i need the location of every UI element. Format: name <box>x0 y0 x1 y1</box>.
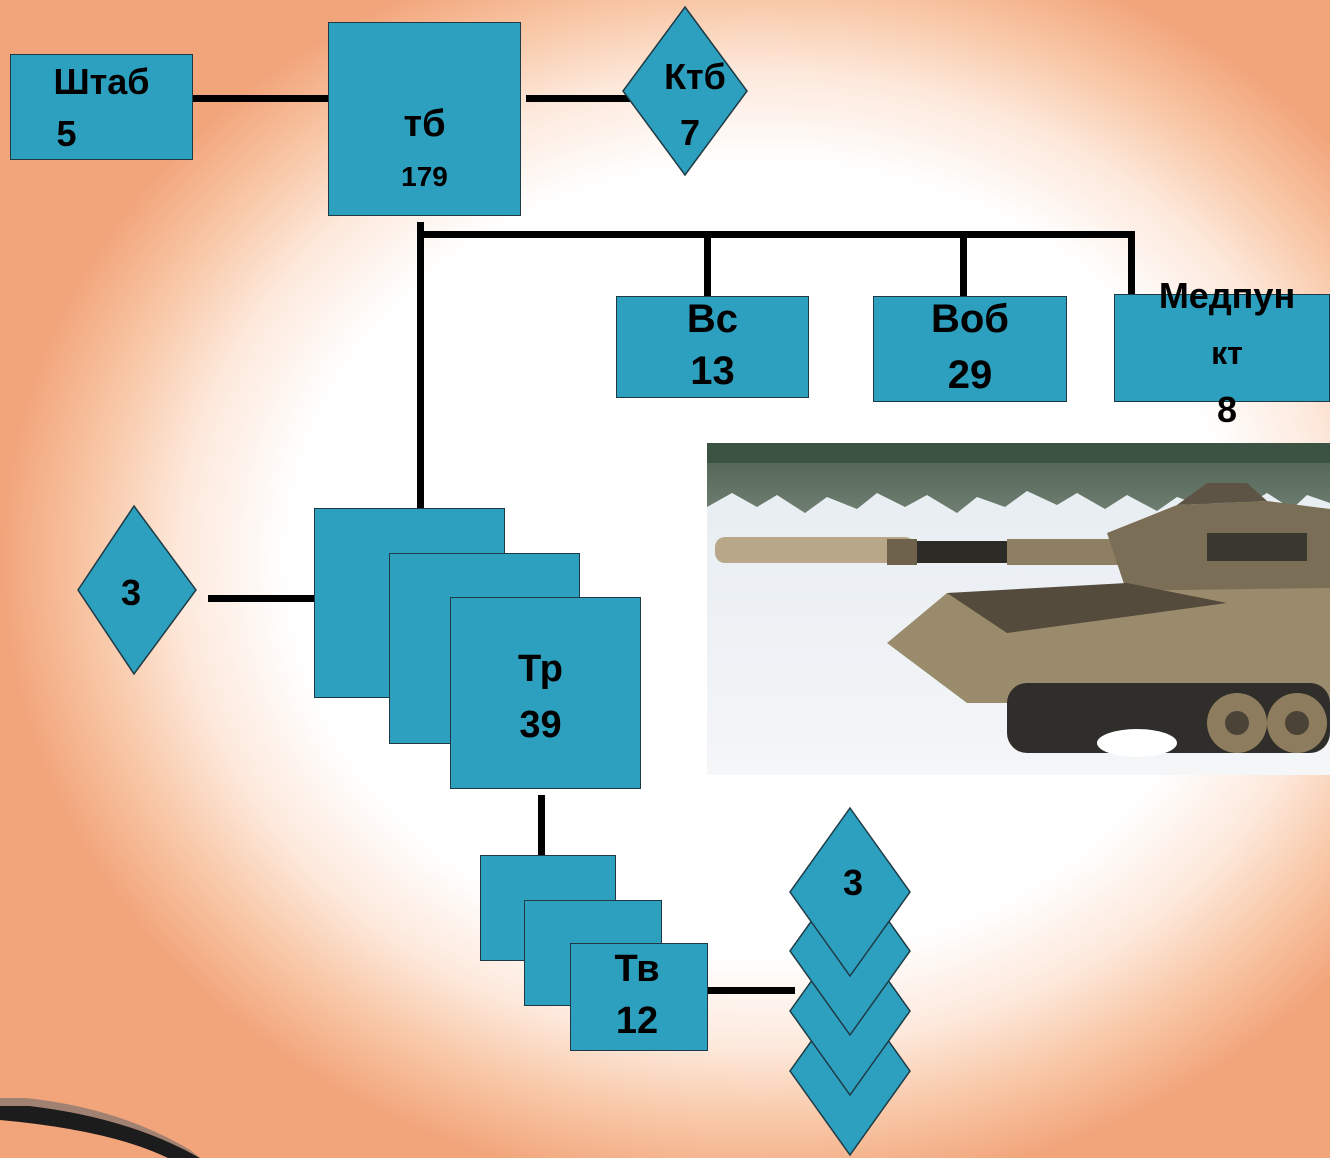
connector-bus-vob <box>960 231 967 298</box>
node-medpunkt: Медпун кт 8 <box>1114 275 1330 430</box>
connector-bus-medpunkt <box>1128 231 1135 296</box>
connector-bus-vs <box>704 231 711 298</box>
node-tr-attach-count: 3 <box>120 572 142 613</box>
node-tr-count: 39 <box>519 704 562 746</box>
node-tr-name: Тр <box>518 648 563 690</box>
connector-tv-attach <box>707 987 795 994</box>
node-ktb-diamond <box>622 5 748 177</box>
node-tb: тб 179 <box>328 22 521 216</box>
node-tv: Тв 12 <box>570 943 708 1051</box>
node-shtab: Штаб 5 <box>10 54 193 160</box>
connector-support-bus <box>417 231 1135 238</box>
connector-tr-tv <box>538 795 545 857</box>
connector-tb-trunk <box>417 222 424 510</box>
node-medpunkt-name-line2: кт <box>1211 335 1243 371</box>
connector-tb-ktb <box>526 95 632 102</box>
node-medpunkt-name-line1: Медпун <box>1158 275 1296 316</box>
node-vob-count: 29 <box>947 353 993 397</box>
tank-illustration <box>707 443 1330 775</box>
connector-shtab-tb <box>193 95 345 102</box>
node-tr-attach-diamond <box>77 504 197 676</box>
node-tb-name: тб <box>403 103 446 145</box>
node-vob-name: Воб <box>930 297 1010 341</box>
node-vs: Вс 13 <box>616 296 809 398</box>
tank-photo <box>707 443 1330 775</box>
node-tr: Тр 39 <box>450 597 641 789</box>
node-ktb-count: 7 <box>679 112 701 153</box>
connector-tr-attach <box>208 595 316 602</box>
node-ktb-name: Ктб <box>664 56 726 97</box>
node-vs-name: Вс <box>686 297 739 341</box>
node-tb-count: 179 <box>401 161 448 192</box>
node-medpunkt-count: 8 <box>1216 389 1238 430</box>
node-vs-count: 13 <box>690 349 735 393</box>
node-tv-attach-diamond <box>789 806 911 978</box>
node-tv-name: Тв <box>614 948 660 990</box>
node-tv-attach-count: 3 <box>842 862 864 903</box>
node-tv-count: 12 <box>615 1000 659 1042</box>
node-vob: Воб 29 <box>873 296 1067 402</box>
arrow-decoration <box>0 1098 200 1158</box>
node-shtab-name: Штаб <box>53 61 150 102</box>
node-shtab-count: 5 <box>56 113 77 154</box>
